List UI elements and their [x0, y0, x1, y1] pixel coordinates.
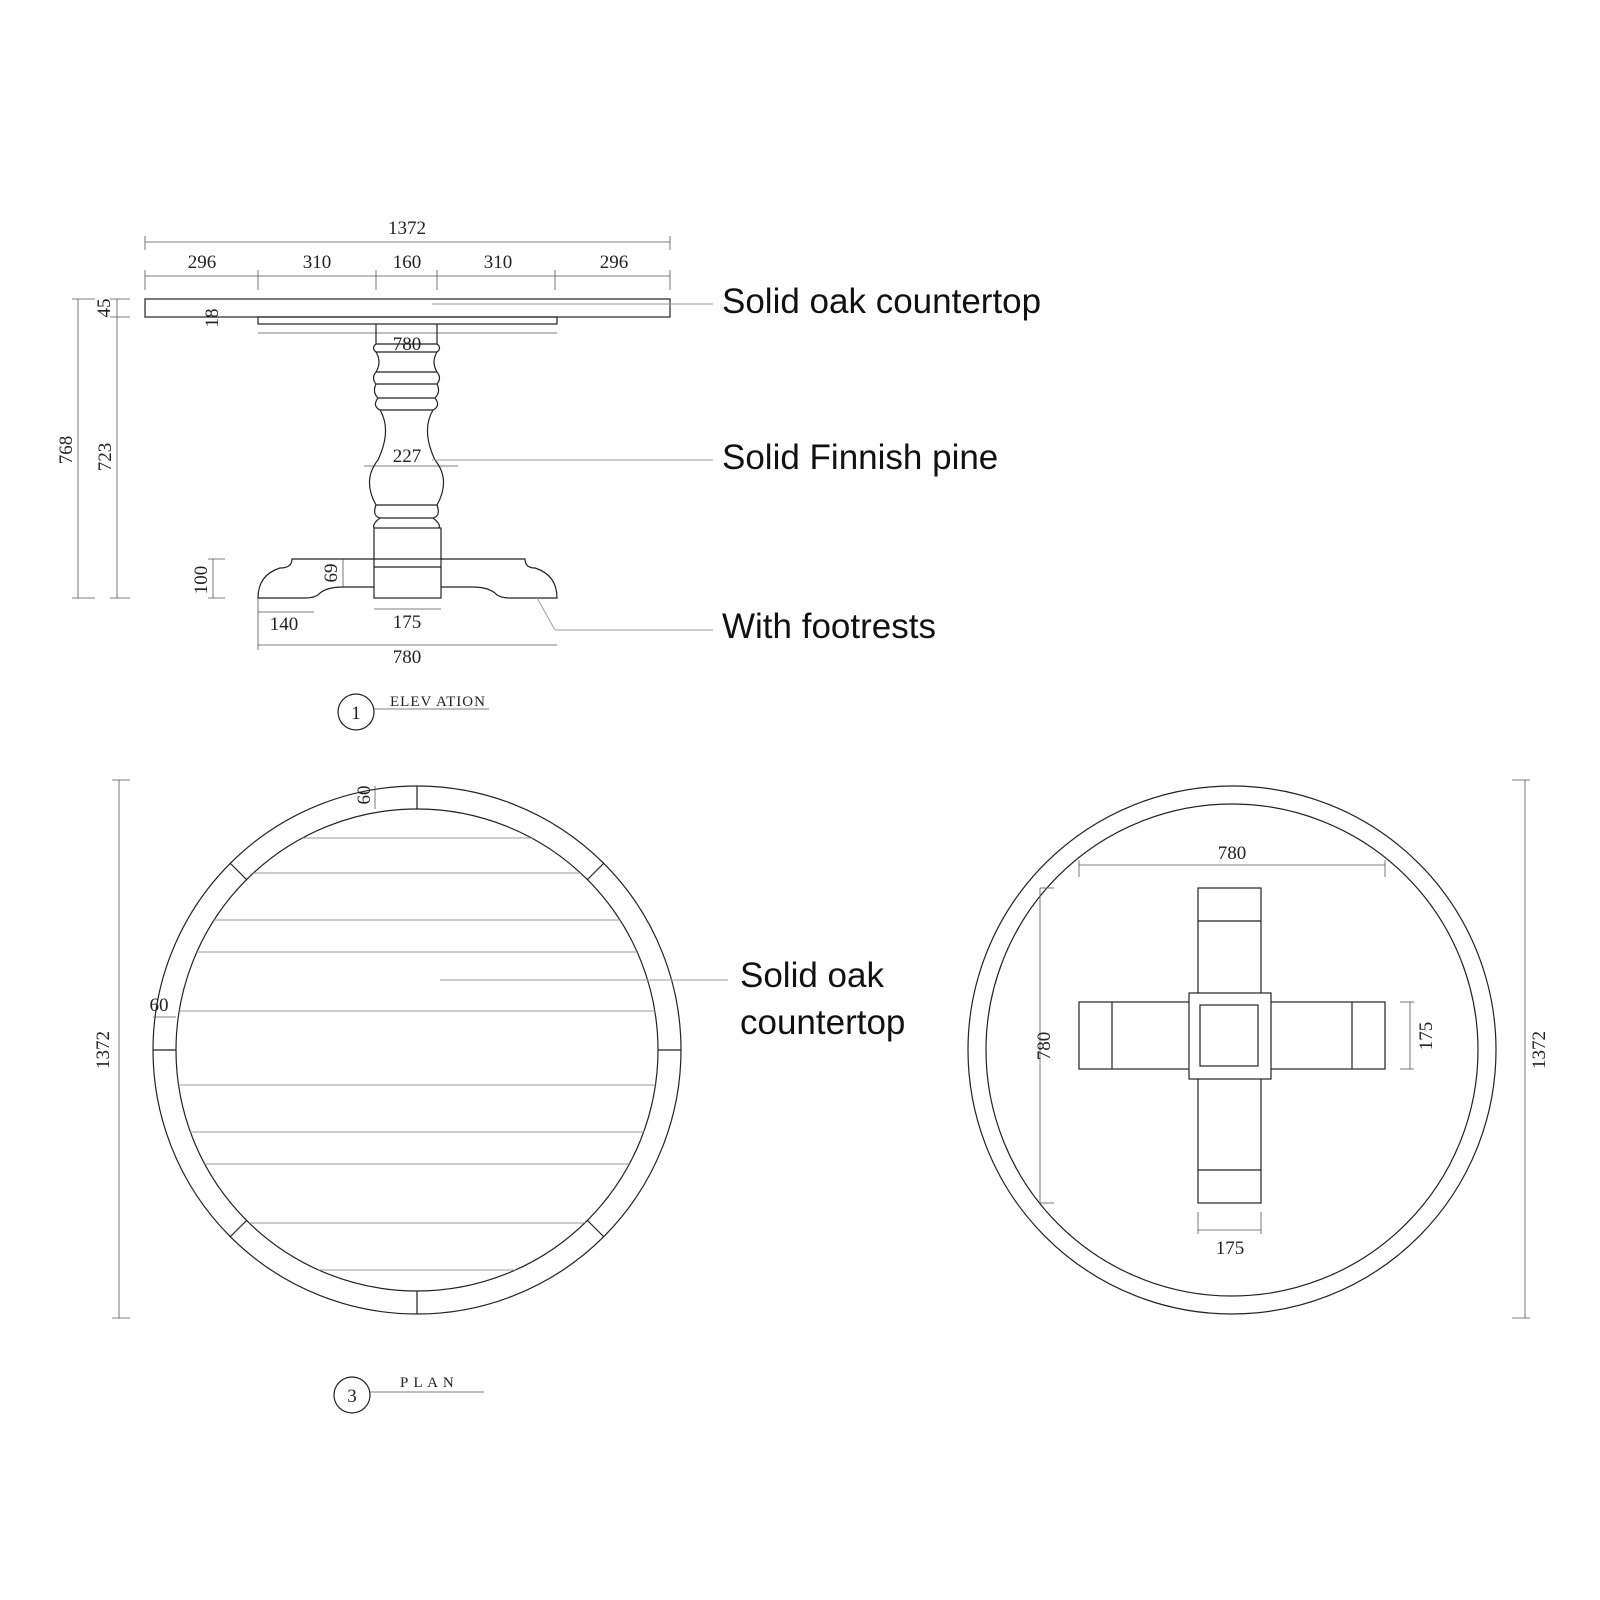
rim-segment-joints: [153, 786, 681, 1314]
elevation-view: 1372 296 310 160 310 296 45 18 780 768 7…: [56, 218, 1041, 731]
dim-apron: 18: [202, 309, 223, 328]
dim-seg4: 310: [484, 252, 513, 273]
dim-arm-width-right: 175: [1416, 1022, 1437, 1051]
callout-foot: With footrests: [722, 607, 936, 646]
elevation-dimension-lines: [72, 236, 671, 650]
callout-column: Solid Finnish pine: [722, 438, 998, 477]
caption-title: ELEV ATION: [390, 694, 486, 710]
plan-caption: 3 P L A N: [333, 1375, 484, 1414]
dim-foot-inner: 69: [321, 564, 342, 583]
dim-foot-toe: 140: [270, 614, 299, 635]
dim-base-width: 780: [1218, 843, 1247, 864]
base-block: [373, 527, 442, 599]
tabletop-inner-edge: [175, 808, 659, 1292]
dim-rim-left: 60: [150, 995, 169, 1016]
dim-seg5: 296: [600, 252, 629, 273]
foot: [257, 558, 558, 599]
tabletop-inner-edge: [985, 803, 1479, 1297]
callout-plan-line2: countertop: [740, 1003, 905, 1042]
plank-lines: [176, 837, 658, 1271]
caption-number: 1: [351, 703, 361, 724]
column-left: [368, 324, 387, 529]
dim-foot-height: 100: [191, 566, 212, 595]
callout-top: Solid oak countertop: [722, 282, 1041, 321]
caption-number: 3: [347, 1386, 357, 1407]
elevation-caption: 1 ELEV ATION: [337, 693, 489, 731]
dim-base-height: 780: [1034, 1032, 1055, 1061]
caption-title: P L A N: [400, 1375, 455, 1391]
plan-dimension-lines: [112, 779, 728, 1319]
base-plan-view: 780 780 175 175 1372: [967, 779, 1550, 1319]
dim-column-width: 227: [393, 446, 422, 467]
cross-base: [1078, 887, 1386, 1204]
dim-top-thickness: 45: [94, 299, 115, 318]
dim-seg3: 160: [393, 252, 422, 273]
dim-total-height: 768: [56, 436, 77, 465]
elevation-leader-lines: [432, 303, 713, 631]
dim-base-diameter: 1372: [1529, 1031, 1550, 1069]
dim-arm-width-bottom: 175: [1216, 1238, 1245, 1259]
base-dimension-lines: [1039, 779, 1530, 1319]
column-right: [426, 324, 445, 529]
dim-foot-width: 780: [393, 647, 422, 668]
dim-plan-diameter: 1372: [93, 1031, 114, 1069]
dim-seg1: 296: [188, 252, 217, 273]
tabletop-outer-edge: [967, 785, 1497, 1315]
table-elevation-outline: [144, 298, 671, 599]
dim-overall-width: 1372: [388, 218, 426, 239]
dim-leg-height: 723: [95, 443, 116, 472]
tabletop: [144, 298, 671, 318]
plan-view: 60 60 1372 Solid oak countertop 3 P L A …: [93, 779, 905, 1414]
dim-block-width: 175: [393, 612, 422, 633]
dim-seg2: 310: [303, 252, 332, 273]
apron: [257, 316, 558, 325]
callout-plan-line1: Solid oak: [740, 956, 884, 995]
dim-rim-top: 60: [354, 786, 375, 805]
